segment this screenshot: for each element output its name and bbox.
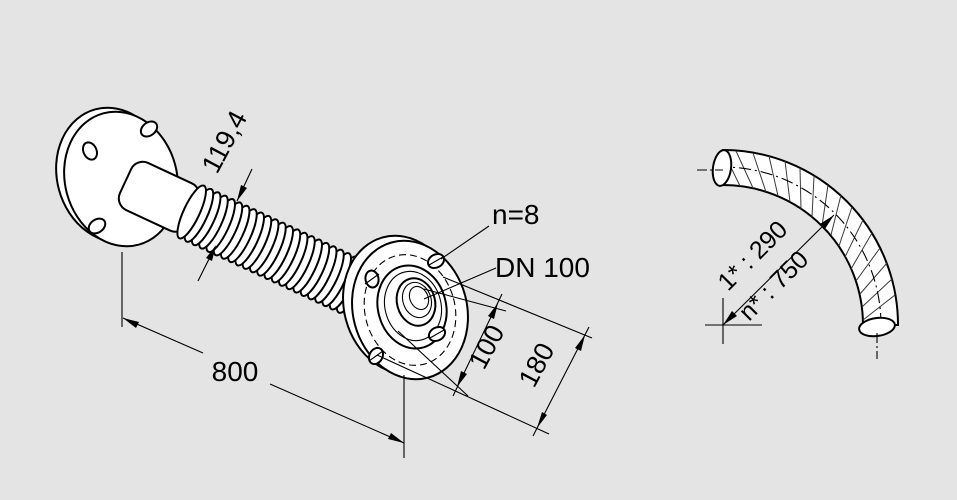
arrowhead — [488, 303, 498, 319]
bore-opening — [395, 277, 437, 327]
bore-thread — [408, 285, 430, 311]
extension-line — [442, 276, 593, 339]
leader-bolt-count: n=8 — [440, 199, 540, 260]
arrowhead — [206, 245, 216, 261]
bolt-slot — [428, 256, 444, 266]
bend-radius-dimension: 1* : 290 n* : 750 — [705, 214, 835, 344]
dimension-line — [197, 258, 210, 282]
dimension-length-800: 800 — [121, 252, 405, 458]
leader-nominal-bore: DN 100 — [423, 252, 590, 300]
pipe-end-bottom — [858, 316, 896, 338]
bolt-hole — [87, 217, 107, 235]
bolt-slot — [364, 273, 380, 285]
label-bolt-count: n=8 — [492, 199, 540, 230]
arrowhead — [820, 215, 834, 229]
right-flange — [342, 234, 469, 381]
bolt-hole — [139, 120, 159, 138]
arrowhead — [457, 371, 467, 387]
arrowhead — [723, 311, 737, 325]
arrowhead — [537, 412, 547, 428]
extension-line — [376, 354, 550, 435]
bolt-slot — [429, 329, 445, 339]
dim-label-corrugation-diameter: 119,4 — [196, 106, 253, 178]
pipe-end-top — [711, 149, 733, 187]
flange-bolt-holes — [364, 252, 447, 366]
arrowhead — [237, 185, 247, 201]
label-nominal-bore: DN 100 — [495, 252, 590, 283]
bore-thread — [401, 281, 433, 319]
arrowhead — [388, 433, 404, 443]
radius-dimension-line — [722, 214, 835, 326]
bolt-circle-dashed — [363, 254, 457, 366]
bolt-slot — [368, 350, 384, 362]
left-flange — [55, 106, 201, 248]
dim-label-bore: 100 — [463, 320, 511, 374]
dim-label-flange: 180 — [513, 338, 561, 392]
extension-line — [397, 330, 469, 397]
dimension-line — [269, 383, 405, 444]
arrowhead — [575, 335, 585, 351]
leader-line — [440, 225, 490, 260]
arrowhead — [123, 318, 139, 328]
extension-line — [423, 288, 507, 312]
bend-pipe — [697, 148, 900, 359]
bolt-hole — [81, 141, 99, 161]
flange-hub-inner — [383, 270, 443, 342]
dim-label-length: 800 — [212, 356, 259, 387]
